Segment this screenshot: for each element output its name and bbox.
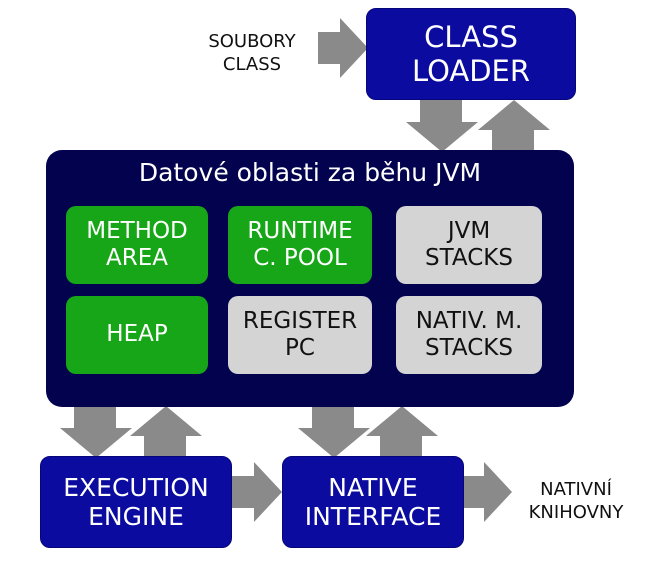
register-pc-label: REGISTER PC bbox=[242, 307, 358, 361]
loader-to-runtime-arrow bbox=[406, 100, 478, 152]
runtime-pool-box: RUNTIME C. POOL bbox=[228, 206, 372, 284]
native-stacks-box: NATIV. M. STACKS bbox=[396, 296, 542, 374]
class-files-to-loader-arrow bbox=[318, 18, 368, 78]
heap-label: HEAP bbox=[106, 321, 168, 348]
execution-engine-box: EXECUTION ENGINE bbox=[40, 456, 232, 548]
jvm-stacks-label: JVM STACKS bbox=[425, 217, 513, 271]
native-libraries-label: NATIVNÍ KNIHOVNY bbox=[528, 479, 624, 524]
native-interface-to-runtime-arrow bbox=[366, 406, 438, 458]
heap-box: HEAP bbox=[66, 296, 208, 374]
class-files-label: SOUBORY CLASS bbox=[208, 31, 296, 76]
jvm-stacks-box: JVM STACKS bbox=[396, 206, 542, 284]
engine-to-runtime-arrow bbox=[130, 406, 202, 458]
runtime-to-engine-arrow bbox=[60, 406, 132, 458]
method-area-box: METHOD AREA bbox=[66, 206, 208, 284]
engine-to-native-interface-arrow bbox=[232, 462, 282, 522]
register-pc-box: REGISTER PC bbox=[228, 296, 372, 374]
native-stacks-label: NATIV. M. STACKS bbox=[415, 307, 523, 361]
native-interface-label: NATIVE INTERFACE bbox=[304, 472, 442, 532]
runtime-data-areas-title: Datové oblasti za běhu JVM bbox=[138, 158, 482, 187]
native-interface-to-libraries-arrow bbox=[462, 462, 512, 522]
runtime-to-native-interface-arrow bbox=[298, 406, 370, 458]
runtime-pool-label: RUNTIME C. POOL bbox=[247, 217, 353, 271]
runtime-data-areas: Datové oblasti za běhu JVM METHOD AREA R… bbox=[46, 150, 574, 407]
native-interface-box: NATIVE INTERFACE bbox=[282, 456, 464, 548]
method-area-label: METHOD AREA bbox=[86, 217, 188, 271]
execution-engine-label: EXECUTION ENGINE bbox=[63, 472, 209, 532]
runtime-to-loader-arrow bbox=[478, 100, 550, 152]
class-loader-box: CLASS LOADER bbox=[366, 8, 576, 100]
class-loader-label: CLASS LOADER bbox=[411, 19, 531, 88]
